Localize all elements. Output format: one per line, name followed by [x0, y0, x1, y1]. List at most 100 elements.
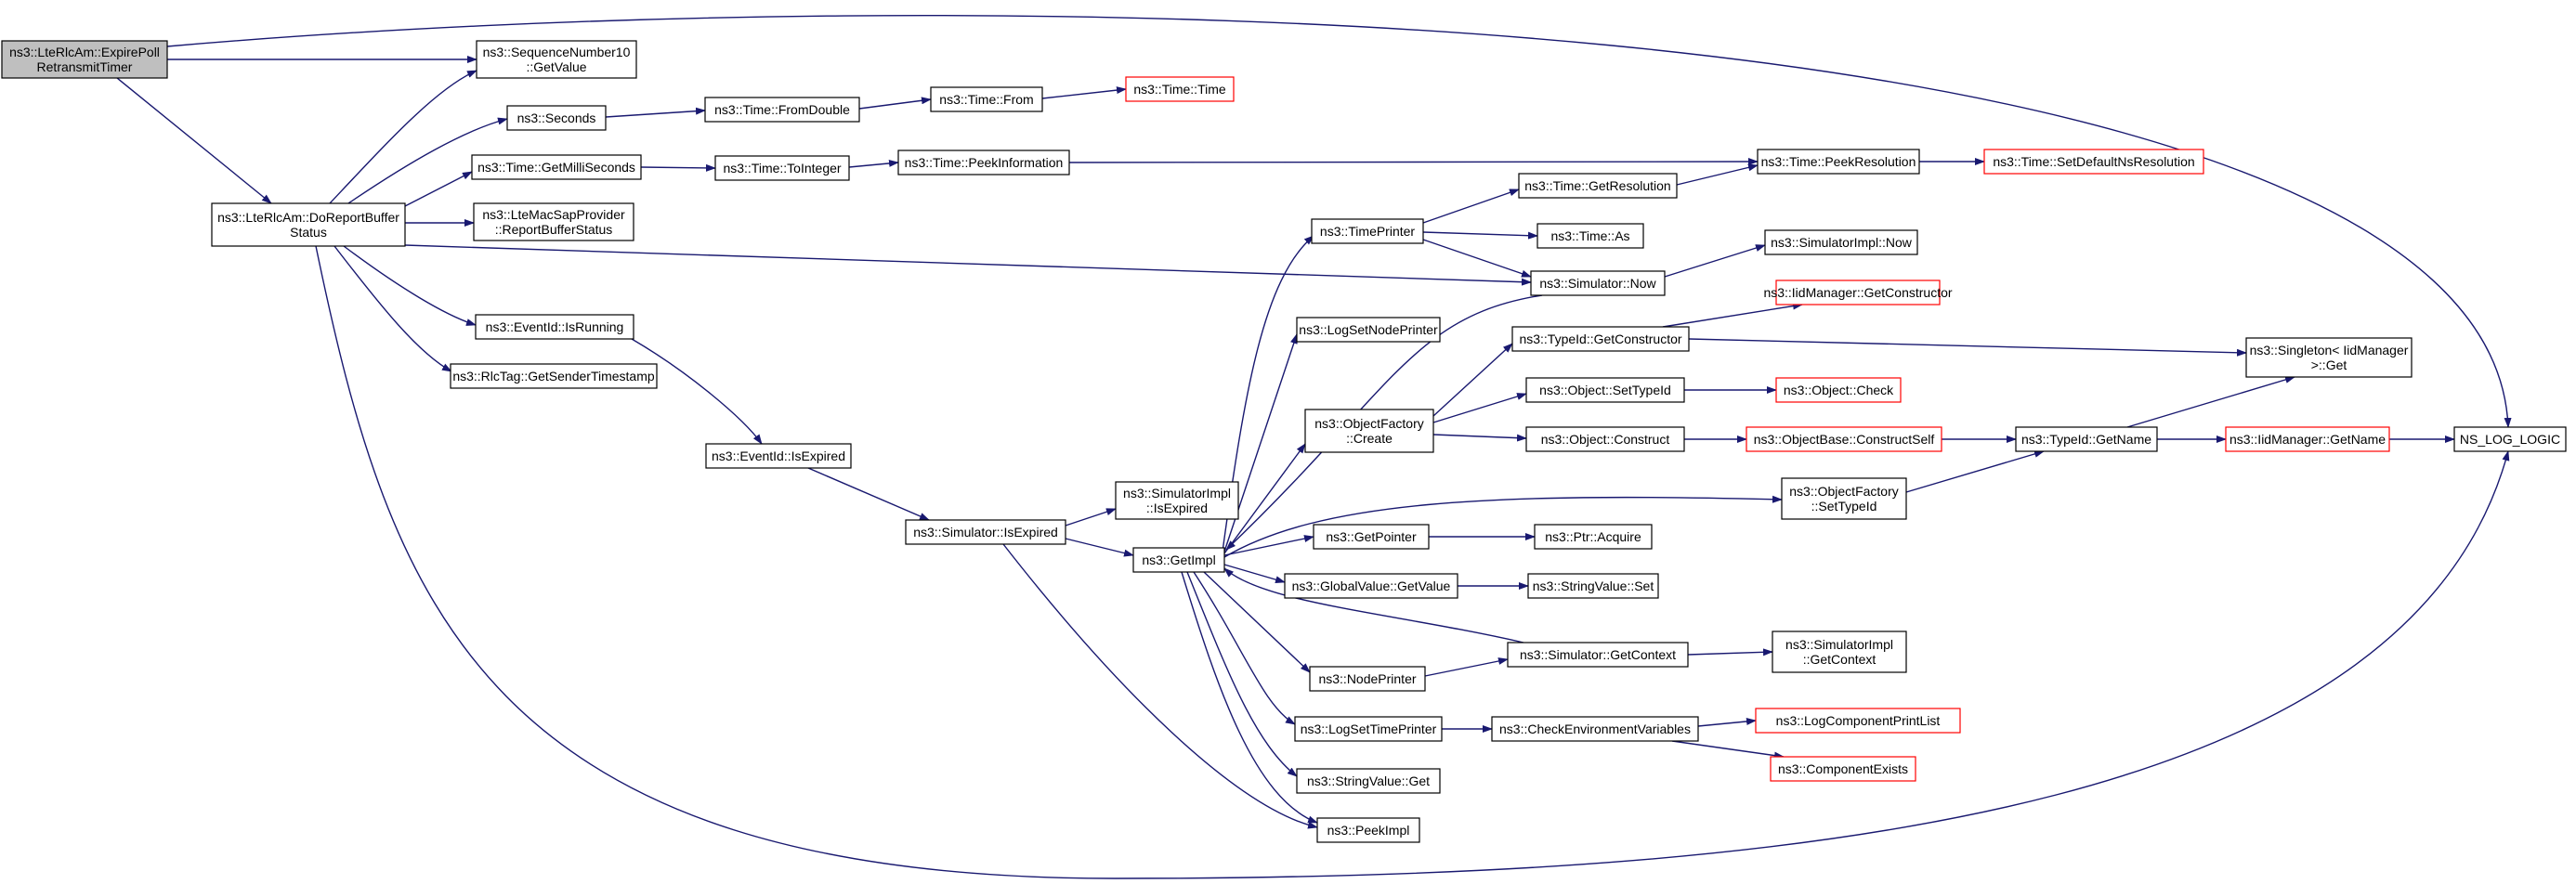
node-objConstruct[interactable]: ns3::Object::Construct — [1525, 426, 1685, 452]
node-box — [1536, 223, 1644, 249]
node-label: ns3::TypeId::GetConstructor — [1519, 332, 1681, 346]
node-label: Status — [290, 225, 327, 240]
node-simNow[interactable]: ns3::Simulator::Now — [1530, 270, 1666, 296]
node-reportBuf[interactable]: ns3::LteMacSapProvider::ReportBufferStat… — [473, 202, 634, 241]
node-timePrinter[interactable]: ns3::TimePrinter — [1311, 218, 1424, 244]
node-constructSelf[interactable]: ns3::ObjectBase::ConstructSelf — [1746, 426, 1942, 452]
node-label: ns3::LteRlcAm::ExpirePoll — [9, 45, 160, 59]
node-simImplIsExp[interactable]: ns3::SimulatorImpl::IsExpired — [1115, 481, 1239, 520]
node-getCons[interactable]: ns3::TypeId::GetConstructor — [1511, 326, 1690, 352]
node-gvGetValue[interactable]: ns3::GlobalValue::GetValue — [1284, 573, 1458, 599]
node-from[interactable]: ns3::Time::From — [930, 86, 1043, 112]
node-label: ns3::IidManager::GetConstructor — [1763, 285, 1952, 300]
node-label: ::GetContext — [1803, 652, 1876, 667]
node-iidGetCons[interactable]: ns3::IidManager::GetConstructor — [1763, 280, 1953, 306]
node-checkEnv[interactable]: ns3::CheckEnvironmentVariables — [1491, 716, 1699, 742]
edge-doReport-to-simNow — [404, 244, 1532, 286]
node-label: ns3::GlobalValue::GetValue — [1292, 578, 1451, 593]
edge-simIsExp-to-peekImpl — [1002, 543, 1318, 829]
node-logCompPrint[interactable]: ns3::LogComponentPrintList — [1755, 708, 1961, 734]
node-label: ns3::LteRlcAm::DoReportBuffer — [217, 210, 399, 225]
node-simIsExp[interactable]: ns3::Simulator::IsExpired — [905, 519, 1066, 545]
node-nsLog[interactable]: NS_LOG_LOGIC — [2453, 426, 2567, 452]
node-box — [1296, 768, 1441, 794]
edge-getImpl-to-nodePrinter — [1203, 571, 1311, 673]
node-box — [1511, 326, 1690, 352]
node-box — [1296, 317, 1441, 343]
node-label: ns3::GetPointer — [1326, 529, 1417, 544]
node-label: ns3::Time::PeekResolution — [1761, 154, 1916, 169]
node-rlcTag[interactable]: ns3::RlcTag::GetSenderTimestamp — [450, 363, 658, 389]
node-logSetTime[interactable]: ns3::LogSetTimePrinter — [1294, 716, 1443, 742]
node-peekImpl[interactable]: ns3::PeekImpl — [1316, 817, 1420, 843]
node-box — [1746, 426, 1942, 452]
node-setTypeId[interactable]: ns3::Object::SetTypeId — [1525, 377, 1685, 403]
edge-getImpl-to-peekImpl — [1181, 571, 1318, 824]
node-box — [1525, 426, 1685, 452]
node-label: ns3::NodePrinter — [1318, 671, 1416, 686]
node-label: ns3::Singleton< IidManager — [2250, 343, 2409, 358]
node-timeAs[interactable]: ns3::Time::As — [1536, 223, 1644, 249]
node-peekInfo[interactable]: ns3::Time::PeekInformation — [897, 150, 1070, 176]
node-label: ns3::IidManager::GetName — [2229, 432, 2386, 447]
node-logSetNode[interactable]: ns3::LogSetNodePrinter — [1296, 317, 1441, 343]
node-typeGetName[interactable]: ns3::TypeId::GetName — [2015, 426, 2158, 452]
node-simImplNow[interactable]: ns3::SimulatorImpl::Now — [1764, 229, 1918, 255]
node-ofSetTypeId[interactable]: ns3::ObjectFactory::SetTypeId — [1781, 477, 1907, 520]
node-box — [1775, 280, 1941, 306]
node-box — [1, 40, 168, 79]
node-objCheck[interactable]: ns3::Object::Check — [1775, 377, 1902, 403]
node-isExpired[interactable]: ns3::EventId::IsExpired — [705, 443, 852, 469]
node-box — [475, 314, 634, 340]
node-fromDouble[interactable]: ns3::Time::FromDouble — [704, 97, 860, 123]
node-nodePrinter[interactable]: ns3::NodePrinter — [1309, 666, 1426, 692]
node-setDefNs[interactable]: ns3::Time::SetDefaultNsResolution — [1983, 149, 2204, 175]
node-label: >::Get — [2311, 358, 2347, 372]
edge-ofCreate-to-setTypeId — [1432, 393, 1527, 423]
node-box — [1284, 573, 1458, 599]
node-label: ns3::SimulatorImpl::Now — [1771, 235, 1913, 250]
node-label: ::IsExpired — [1146, 500, 1208, 515]
edge-timePrinter-to-simNow — [1422, 239, 1532, 278]
node-getImpl[interactable]: ns3::GetImpl — [1132, 547, 1225, 573]
node-timeTime[interactable]: ns3::Time::Time — [1125, 76, 1235, 102]
node-singleton[interactable]: ns3::Singleton< IidManager >::Get — [2245, 337, 2413, 378]
node-svSet[interactable]: ns3::StringValue::Set — [1527, 573, 1659, 599]
node-compExists[interactable]: ns3::ComponentExists — [1770, 756, 1916, 782]
node-getMilli[interactable]: ns3::Time::GetMilliSeconds — [471, 154, 642, 180]
node-ofCreate[interactable]: ns3::ObjectFactory::Create — [1304, 409, 1434, 453]
edge-getMilli-to-toInteger — [640, 163, 716, 172]
node-seconds[interactable]: ns3::Seconds — [506, 105, 607, 131]
node-box — [1534, 524, 1653, 550]
node-box — [1781, 477, 1907, 520]
node-svGet[interactable]: ns3::StringValue::Get — [1296, 768, 1441, 794]
node-label: RetransmitTimer — [37, 59, 133, 74]
node-ptrAcquire[interactable]: ns3::Ptr::Acquire — [1534, 524, 1653, 550]
node-simGetCtx[interactable]: ns3::Simulator::GetContext — [1507, 642, 1689, 668]
node-seqGetValue[interactable]: ns3::SequenceNumber10::GetValue — [476, 40, 637, 79]
node-label: ns3::ObjectFactory — [1314, 416, 1424, 431]
node-box — [2225, 426, 2390, 452]
node-label: ns3::TimePrinter — [1320, 224, 1416, 239]
node-toInteger[interactable]: ns3::Time::ToInteger — [714, 155, 850, 181]
node-isRunning[interactable]: ns3::EventId::IsRunning — [475, 314, 634, 340]
node-iidGetName[interactable]: ns3::IidManager::GetName — [2225, 426, 2390, 452]
node-label: ns3::Ptr::Acquire — [1545, 529, 1641, 544]
node-label: ns3::Time::FromDouble — [714, 102, 850, 117]
edge-typeGetName-to-singleton — [2126, 376, 2295, 428]
node-getRes[interactable]: ns3::Time::GetResolution — [1518, 173, 1678, 199]
node-box — [1311, 218, 1424, 244]
node-getPointer[interactable]: ns3::GetPointer — [1313, 524, 1430, 550]
node-peekRes[interactable]: ns3::Time::PeekResolution — [1757, 149, 1920, 175]
node-label: ns3::GetImpl — [1142, 552, 1215, 567]
node-label: ns3::Object::Check — [1784, 383, 1894, 397]
node-label: ns3::EventId::IsRunning — [486, 319, 624, 334]
edge-simNow-to-simImplNow — [1664, 244, 1766, 278]
node-box — [1313, 524, 1430, 550]
node-label: ns3::Time::ToInteger — [723, 161, 841, 176]
edge-simGetCtx-to-simImplGetCtx — [1687, 648, 1773, 656]
node-simImplGetCtx[interactable]: ns3::SimulatorImpl::GetContext — [1772, 630, 1907, 673]
